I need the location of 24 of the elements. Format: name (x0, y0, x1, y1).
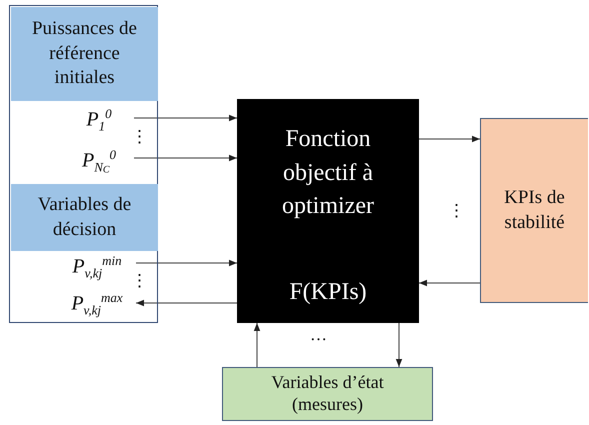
ellipsis-mark: ⋮ (448, 202, 465, 219)
arrow (418, 280, 480, 286)
arrow (254, 322, 260, 368)
node-text: Variables de décision (36, 192, 132, 242)
node-text: Variables d’état (mesures) (270, 372, 385, 416)
arrow (136, 260, 238, 266)
formula-text: F(KPIs) (289, 278, 367, 307)
ellipsis-mark: … (310, 326, 327, 343)
arrow (136, 300, 238, 306)
node-text: Puissances de référence initiales (30, 16, 138, 90)
objective-function-box (237, 99, 419, 323)
ellipsis-mark: ⋮ (131, 128, 148, 145)
ellipsis-mark: ⋮ (131, 272, 148, 289)
node-text: Fonction objectif à optimizer (281, 125, 375, 222)
arrow (134, 154, 238, 162)
node-text: KPIs de stabilité (503, 186, 566, 234)
arrow (134, 114, 238, 122)
section-header (11, 7, 158, 101)
state-variables-box (222, 367, 433, 421)
arrow (418, 136, 480, 142)
kpi-box (480, 118, 588, 303)
arrow (396, 322, 402, 368)
section-header (11, 184, 158, 251)
input-panel (9, 5, 158, 323)
